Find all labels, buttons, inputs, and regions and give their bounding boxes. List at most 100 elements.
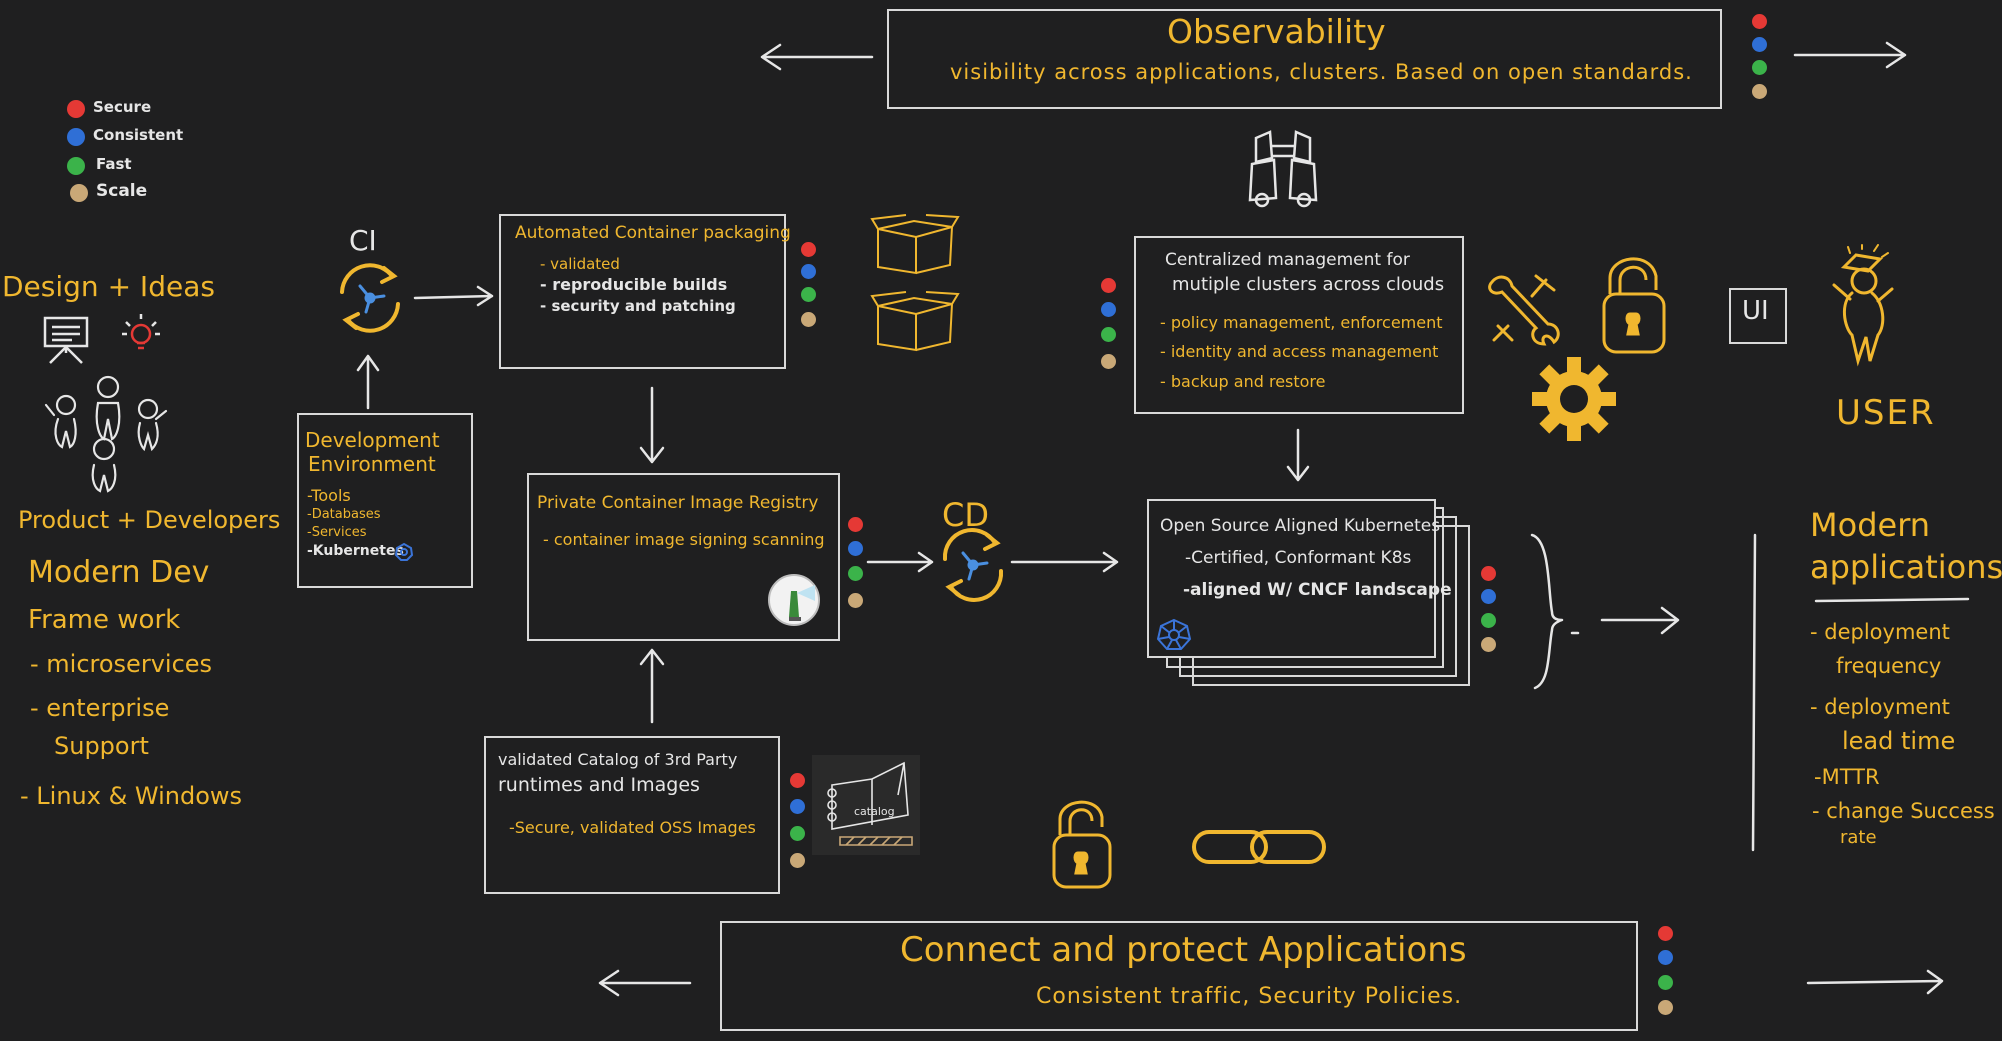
arrow-cd-to-kubernetes [1010,551,1119,573]
padlock-icon [1602,257,1666,354]
cluster-management-title-2: mutiple clusters across clouds [1172,274,1445,295]
ci-cycle-arrows-icon [340,263,400,333]
box-icon-second [870,291,960,352]
cd-label: CD [942,496,989,534]
binoculars-icon [1248,130,1318,208]
kubernetes-dot-consistent [1481,589,1496,604]
connect-protect-box [720,921,1638,1031]
wrench-icon [1488,274,1560,346]
catalog-book-icon: catalog [812,755,920,855]
people-group-icon [44,375,168,493]
packaging-dot-consistent [801,264,816,279]
design-ideas-label: Design + Ideas [2,270,215,303]
dev-environment-item-kubernetes: -Kubernetes [307,543,404,559]
cluster-management-item-backup: - backup and restore [1160,372,1326,391]
catalog-dot-consistent [790,799,805,814]
observability-dot-consistent [1752,37,1767,52]
modern-apps-item-rate: rate [1840,827,1877,848]
legend-label-fast: Fast [96,155,132,173]
arrow-devenv-to-ci [356,354,380,410]
kubernetes-dot-scale [1481,637,1496,652]
observability-title: Observability [1167,12,1386,51]
packaging-dot-scale [801,312,816,327]
kubernetes-wheel-icon [1156,618,1192,650]
registry-dot-scale [848,593,863,608]
cd-cycle-arrows-icon [942,528,1004,602]
bottom-padlock-icon [1052,800,1112,889]
catalog-dot-scale [790,853,805,868]
legend-label-scale: Scale [96,181,148,201]
catalog-title-1: validated Catalog of 3rd Party [498,750,738,769]
container-packaging-item-security: - security and patching [540,297,736,315]
management-dot-consistent [1101,302,1116,317]
legend-label-secure: Secure [93,98,152,116]
dev-environment-box [297,413,473,588]
dev-environment-title-1: Development [305,428,440,452]
arrow-observability-right [1793,41,1907,69]
modern-apps-item-deployment-1: - deployment [1810,620,1950,644]
framework-label: Frame work [28,605,181,635]
modern-apps-item-lead-time: lead time [1842,727,1956,755]
observability-dot-secure [1752,14,1767,29]
kubernetes-dot-secure [1481,566,1496,581]
container-packaging-title: Automated Container packaging [515,223,791,243]
catalog-icon-label: catalog [854,805,895,818]
observability-dot-scale [1752,84,1767,99]
user-label: USER [1836,393,1936,433]
modern-dev-label: Modern Dev [28,555,210,590]
legend-dot-consistent [67,128,85,146]
arrow-registry-to-cd [866,551,934,573]
ui-box [1729,288,1787,344]
connect-dot-secure [1658,926,1673,941]
arrow-catalog-to-registry [639,648,665,724]
container-packaging-item-validated: - validated [540,255,620,273]
modern-apps-title-1: Modern [1810,506,1931,544]
catalog-dot-fast [790,826,805,841]
kubernetes-item-aligned: -aligned W/ CNCF landscape [1183,580,1452,600]
packaging-dot-secure [801,242,816,257]
legend-dot-secure [67,100,85,118]
cluster-management-box [1134,236,1464,414]
underline-modern-apps [1814,597,1970,603]
legend-label-consistent: Consistent [93,126,184,144]
box-icon [870,214,960,275]
image-registry-item: - container image signing scanning [543,530,825,549]
line-modern-apps-divider [1751,533,1757,852]
management-dot-fast [1101,327,1116,342]
lightbulb-icon [122,314,160,350]
modern-apps-item-deployment-2: - deployment [1810,695,1950,719]
container-packaging-box [499,214,786,369]
arrow-ci-to-packaging [413,285,494,307]
packaging-dot-fast [801,287,816,302]
kubernetes-helm-icon [394,542,414,561]
arrow-management-to-kubernetes [1286,428,1310,482]
arrow-packaging-to-registry [639,386,665,464]
left-item-enterprise: - enterprise [30,694,170,722]
arrow-connect-right [1806,969,1944,995]
modern-apps-item-mttr: -MTTR [1814,765,1880,789]
user-icon [1832,244,1894,367]
arrow-connect-left [598,969,692,997]
observability-dot-fast [1752,60,1767,75]
catalog-item: -Secure, validated OSS Images [509,818,756,837]
left-item-linux-windows: - Linux & Windows [20,782,243,810]
container-packaging-item-builds: - reproducible builds [540,275,728,294]
left-item-microservices: - microservices [30,650,213,678]
image-registry-box [527,473,840,641]
catalog-title-2: runtimes and Images [498,774,700,796]
catalog-box [484,736,780,894]
connect-protect-title: Connect and protect Applications [900,930,1467,970]
dev-environment-item-services: -Services [307,525,367,540]
presentation-board-icon [43,316,89,364]
brace-kubernetes [1530,533,1564,690]
lighthouse-icon [768,574,820,626]
connect-dot-fast [1658,975,1673,990]
management-dot-scale [1101,354,1116,369]
management-dot-secure [1101,278,1116,293]
image-registry-title: Private Container Image Registry [537,493,819,513]
connect-protect-subtitle: Consistent traffic, Security Policies. [1036,984,1463,1009]
kubernetes-dot-fast [1481,613,1496,628]
arrow-observability-left [760,43,874,71]
